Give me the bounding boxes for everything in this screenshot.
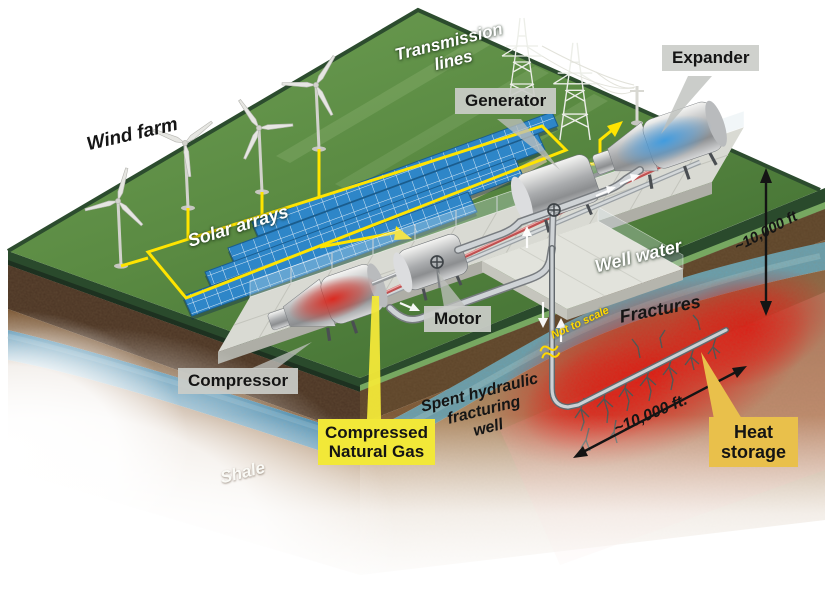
motor-label: Motor	[424, 306, 492, 333]
expander-cool-glow	[616, 115, 712, 167]
callout-pointers	[250, 76, 742, 419]
arrow-to-motor	[394, 226, 412, 240]
wind-turbine-icon	[84, 167, 144, 269]
compressor-machine	[267, 263, 388, 342]
heat-storage-pointer	[701, 352, 742, 419]
flow-arrows	[399, 174, 640, 342]
compressed-natural-gas-label: Compressed Natural Gas	[318, 419, 435, 466]
wind-turbine-icon	[281, 55, 336, 152]
wind-turbine-icon	[152, 120, 213, 211]
wind-farm-turbines	[84, 55, 336, 269]
depth-measure-arrow	[760, 168, 772, 316]
wellhead-pad-extension	[482, 206, 684, 320]
valve-icon	[430, 255, 444, 289]
cng-pointer	[367, 296, 381, 419]
valve-icon	[547, 203, 561, 217]
solar-array-field	[182, 111, 559, 320]
transmission-towers	[501, 17, 636, 141]
wind-turbine-icon	[238, 99, 294, 195]
compressor-label: Compressor	[178, 368, 299, 395]
left-mist-2	[0, 310, 190, 590]
solar-array-row	[251, 111, 559, 237]
well-pipe-highlight	[550, 246, 728, 409]
arrow-to-grid	[607, 121, 623, 137]
not-to-scale-break-icon	[539, 345, 561, 359]
heat-storage-label: Heat storage	[709, 417, 799, 468]
compressor-heat-glow	[288, 274, 378, 324]
expander-label: Expander	[662, 45, 760, 72]
generator-label: Generator	[455, 88, 557, 115]
solar-array-row	[227, 133, 546, 265]
expander-machine	[592, 100, 727, 189]
electric-collection-path	[120, 124, 612, 300]
